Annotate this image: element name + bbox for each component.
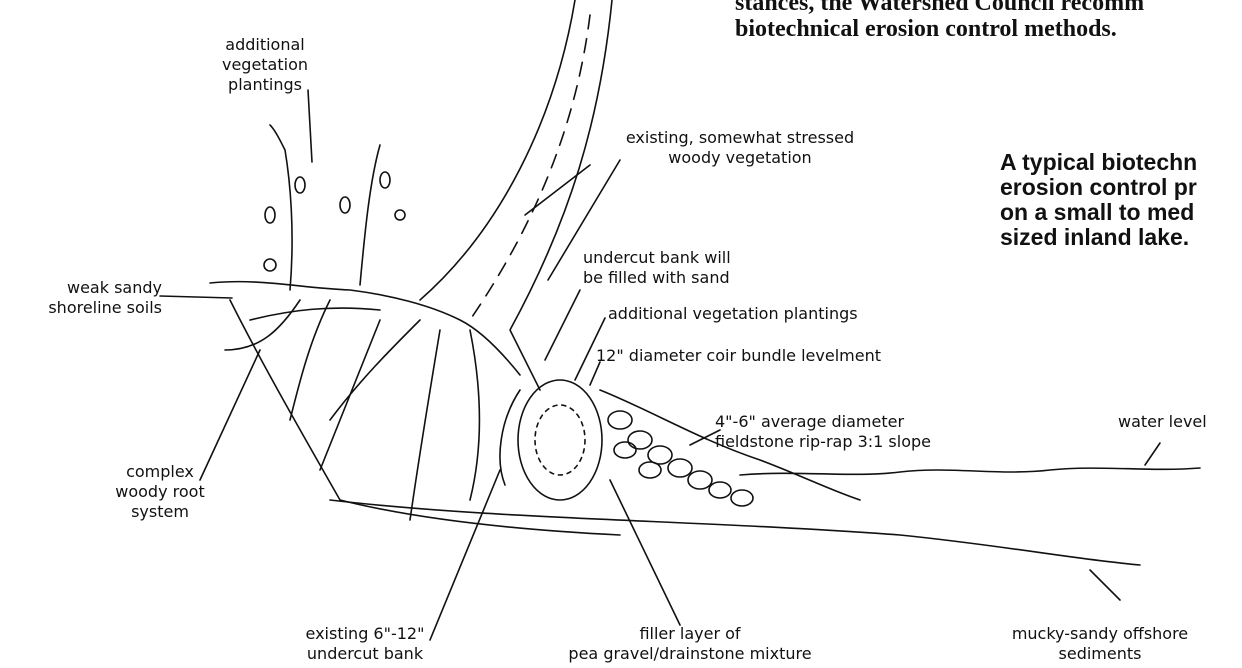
label-additional-vegetation-top: additional vegetation plantings <box>200 35 330 95</box>
leader-filler <box>610 480 680 625</box>
leader-undercut-existing <box>430 470 500 640</box>
water-surface <box>740 468 1200 475</box>
label-additional-vegetation-top-line-1: additional <box>200 35 330 55</box>
stone-5 <box>688 471 712 489</box>
leader-root <box>200 350 260 480</box>
plant-leaf-4 <box>380 172 390 188</box>
label-root-system-line-2: woody root <box>100 482 220 502</box>
label-coir-bundle: 12" diameter coir bundle levelment <box>596 346 881 366</box>
plant-leaf-6 <box>395 210 405 220</box>
label-offshore-line-2: sediments <box>985 644 1215 664</box>
stone-4 <box>668 459 692 477</box>
header-line-2: biotechnical erosion control methods. <box>735 16 1117 42</box>
label-existing-woody-line-1: existing, somewhat stressed <box>585 128 895 148</box>
label-additional-vegetation-top-line-3: plantings <box>200 75 330 95</box>
coir-bundle-inner <box>535 405 585 475</box>
plant-leaf-2 <box>295 177 305 193</box>
label-offshore: mucky-sandy offshore sediments <box>985 624 1215 664</box>
root-6 <box>330 320 420 420</box>
sediment-slope <box>330 500 1140 565</box>
root-4 <box>410 330 440 520</box>
undercut-bank <box>500 390 520 485</box>
stone-7 <box>731 490 753 506</box>
label-root-system-line-1: complex <box>100 462 220 482</box>
label-filler-line-2: pea gravel/drainstone mixture <box>540 644 840 664</box>
label-weak-soils-line-2: shoreline soils <box>40 298 162 318</box>
coir-bundle <box>518 380 602 500</box>
label-existing-woody: existing, somewhat stressed woody vegeta… <box>585 128 895 168</box>
label-offshore-line-1: mucky-sandy offshore <box>985 624 1215 644</box>
leader-offshore <box>1090 570 1120 600</box>
leader-vegetation-top <box>308 90 312 162</box>
stone-6 <box>709 482 731 498</box>
root-7 <box>250 308 380 320</box>
label-root-system: complex woody root system <box>100 462 220 522</box>
callout-line-1: A typical biotechn <box>1000 150 1197 175</box>
ground-surface <box>210 282 520 375</box>
label-water-level: water level <box>1118 412 1207 432</box>
plant-leaf-3 <box>340 197 350 213</box>
stone-9 <box>639 462 661 478</box>
stone-2 <box>628 431 652 449</box>
label-filler: filler layer of pea gravel/drainstone mi… <box>540 624 840 664</box>
label-undercut-fill-line-2: be filled with sand <box>583 268 731 288</box>
plant-left-stem <box>270 125 292 290</box>
trunk-dashes <box>470 15 590 320</box>
label-filler-line-1: filler layer of <box>540 624 840 644</box>
plant-leaf-1 <box>265 207 275 223</box>
leader-weak-soils <box>160 296 232 298</box>
label-undercut-existing-line-1: existing 6"-12" <box>290 624 440 644</box>
label-root-system-line-3: system <box>100 502 220 522</box>
callout-line-2: erosion control pr <box>1000 175 1197 200</box>
label-weak-soils: weak sandy shoreline soils <box>40 278 162 318</box>
leader-existing-woody-1 <box>525 165 590 215</box>
stone-8 <box>614 442 636 458</box>
header-line-1: stances, the Watershed Council recomm <box>735 0 1144 16</box>
callout-line-3: on a small to med <box>1000 200 1194 225</box>
plant-leaf-5 <box>264 259 276 271</box>
label-undercut-existing: existing 6"-12" undercut bank <box>290 624 440 664</box>
label-existing-woody-line-2: woody vegetation <box>585 148 895 168</box>
label-additional-vegetation-mid: additional vegetation plantings <box>608 304 858 324</box>
label-additional-vegetation-top-line-2: vegetation <box>200 55 330 75</box>
callout-line-4: sized inland lake. <box>1000 225 1189 250</box>
label-undercut-fill-line-1: undercut bank will <box>583 248 731 268</box>
root-2 <box>290 300 330 420</box>
plant-right-stem <box>360 145 380 285</box>
tree-trunk <box>420 0 612 390</box>
label-undercut-fill: undercut bank will be filled with sand <box>583 248 731 288</box>
root-1 <box>225 300 300 350</box>
label-riprap-line-1: 4"-6" average diameter <box>715 412 931 432</box>
leader-water <box>1145 443 1160 465</box>
label-weak-soils-line-1: weak sandy <box>40 278 162 298</box>
label-riprap-line-2: fieldstone rip-rap 3:1 slope <box>715 432 931 452</box>
root-5 <box>470 330 479 500</box>
label-riprap: 4"-6" average diameter fieldstone rip-ra… <box>715 412 931 452</box>
label-undercut-existing-line-2: undercut bank <box>290 644 440 664</box>
stone-1 <box>608 411 632 429</box>
leader-undercut-fill <box>545 290 580 360</box>
